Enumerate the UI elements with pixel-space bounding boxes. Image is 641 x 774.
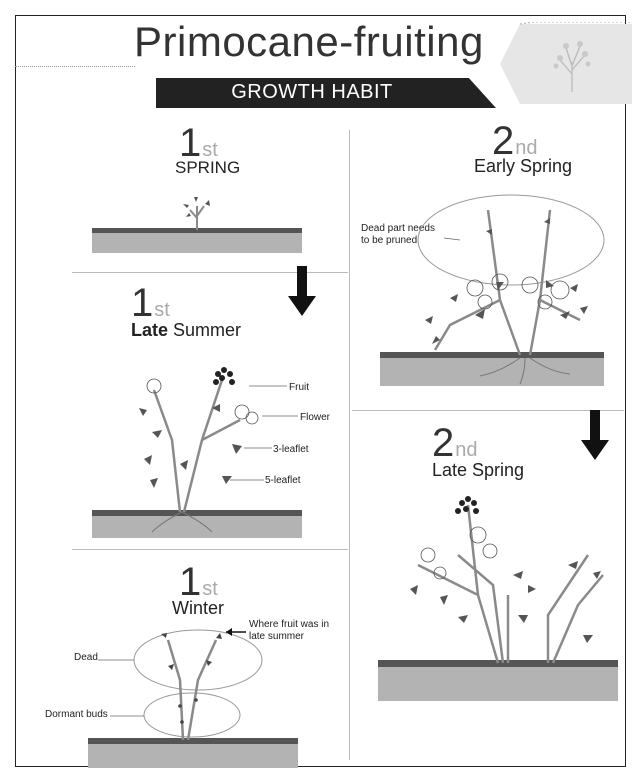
down-arrow-icon	[580, 410, 610, 462]
stage-label: Late Spring	[432, 460, 524, 481]
stage-label: Winter	[172, 598, 224, 619]
stage-number: 2nd	[492, 121, 538, 161]
early-spring-plant-illustration	[380, 190, 606, 388]
column-divider	[349, 130, 350, 760]
header-rule-left	[15, 66, 135, 67]
banner-label: GROWTH HABIT	[156, 81, 468, 104]
stage-number: 2nd	[432, 423, 478, 463]
winter-canes-illustration	[88, 620, 300, 768]
down-arrow-icon	[287, 266, 317, 318]
page-title: Primocane-fruiting	[134, 18, 484, 66]
stage-number: 1st	[179, 562, 218, 602]
stage-label: SPRING	[175, 158, 240, 178]
stage-number: 1st	[131, 283, 170, 323]
spring-seedling-illustration	[92, 188, 304, 256]
divider-left-2	[72, 549, 348, 550]
late-summer-plant-illustration	[92, 360, 304, 540]
growth-habit-banner: GROWTH HABIT	[156, 78, 496, 108]
flower-label: Flower	[300, 412, 330, 424]
plant-logo-icon	[490, 22, 632, 106]
late-spring-plant-illustration	[378, 495, 620, 705]
stage-label: Late Summer	[131, 320, 241, 341]
stage-number: 1st	[179, 123, 218, 163]
stage-label: Early Spring	[474, 156, 572, 177]
